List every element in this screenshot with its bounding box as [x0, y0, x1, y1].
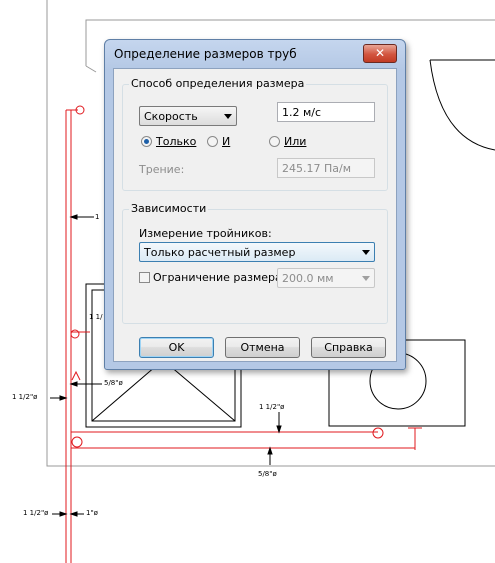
tee-sizing-select-value: Только расчетный размер [144, 246, 296, 259]
sizing-method-select[interactable]: Скорость [139, 106, 237, 126]
radio-indicator-icon [207, 136, 218, 147]
dimension-label: 5/8"ø [258, 470, 277, 478]
dimension-label: 1 1/2"ø [259, 403, 285, 411]
chevron-down-icon [224, 114, 232, 119]
dimension-label: 1 [95, 213, 100, 221]
max-size-checkbox-label: Ограничение размера: [153, 271, 286, 284]
radio-or[interactable]: Или [269, 135, 306, 148]
friction-label: Трение: [139, 163, 185, 176]
dialog-client-area: Способ определения размера Скорость 1.2 … [113, 68, 397, 362]
radio-and-label: И [222, 135, 231, 148]
chevron-down-icon [362, 250, 370, 255]
constraints-group: Зависимости Измерение тройников: Только … [122, 202, 388, 324]
pipe-sizing-dialog: Определение размеров труб ✕ Способ опред… [104, 39, 406, 370]
radio-only[interactable]: Только [141, 135, 196, 148]
ok-button[interactable]: OK [139, 337, 214, 358]
cancel-button[interactable]: Отмена [225, 337, 300, 358]
friction-input-value: 245.17 Па/м [282, 162, 352, 175]
radio-or-label: Или [284, 135, 307, 148]
help-button[interactable]: Справка [311, 337, 386, 358]
constraints-group-label: Зависимости [129, 202, 209, 215]
tee-sizing-select[interactable]: Только расчетный размер [139, 242, 375, 262]
tee-sizing-label: Измерение тройников: [139, 227, 272, 240]
radio-only-label: Только [156, 135, 197, 148]
chevron-down-icon [362, 276, 370, 281]
sizing-method-group-label: Способ определения размера [129, 77, 307, 90]
wall-segment [85, 65, 97, 73]
close-x-icon: ✕ [374, 46, 386, 60]
close-button[interactable]: ✕ [363, 44, 397, 63]
dimension-label: 1 1/2"ø [23, 509, 49, 517]
wall-outline-inner [85, 19, 495, 66]
radio-indicator-icon [141, 136, 152, 147]
dimension-label: 1 1/ [89, 313, 103, 321]
max-size-select[interactable]: 200.0 мм [277, 268, 375, 288]
dialog-titlebar[interactable]: Определение размеров труб ✕ [105, 40, 405, 68]
sizing-method-group: Способ определения размера Скорость 1.2 … [122, 77, 388, 191]
radio-and[interactable]: И [207, 135, 230, 148]
wall-outline [46, 0, 495, 467]
max-size-checkbox[interactable]: Ограничение размера: [139, 271, 285, 284]
sink-fixture [429, 59, 495, 151]
pipe-network [65, 105, 422, 563]
max-size-select-value: 200.0 мм [282, 272, 334, 285]
dimension-label: 1 1/2"ø [12, 393, 38, 401]
velocity-input[interactable]: 1.2 м/с [277, 102, 375, 122]
velocity-input-value: 1.2 м/с [282, 106, 322, 119]
dialog-title: Определение размеров труб [114, 47, 297, 61]
sizing-method-select-value: Скорость [144, 110, 198, 123]
dimension-label: 1"ø [86, 509, 98, 517]
radio-indicator-icon [269, 136, 280, 147]
friction-input[interactable]: 245.17 Па/м [277, 158, 375, 178]
dimension-label: 5/8"ø [104, 379, 123, 387]
dimension-arrows [50, 214, 282, 517]
checkbox-box-icon [139, 272, 150, 283]
